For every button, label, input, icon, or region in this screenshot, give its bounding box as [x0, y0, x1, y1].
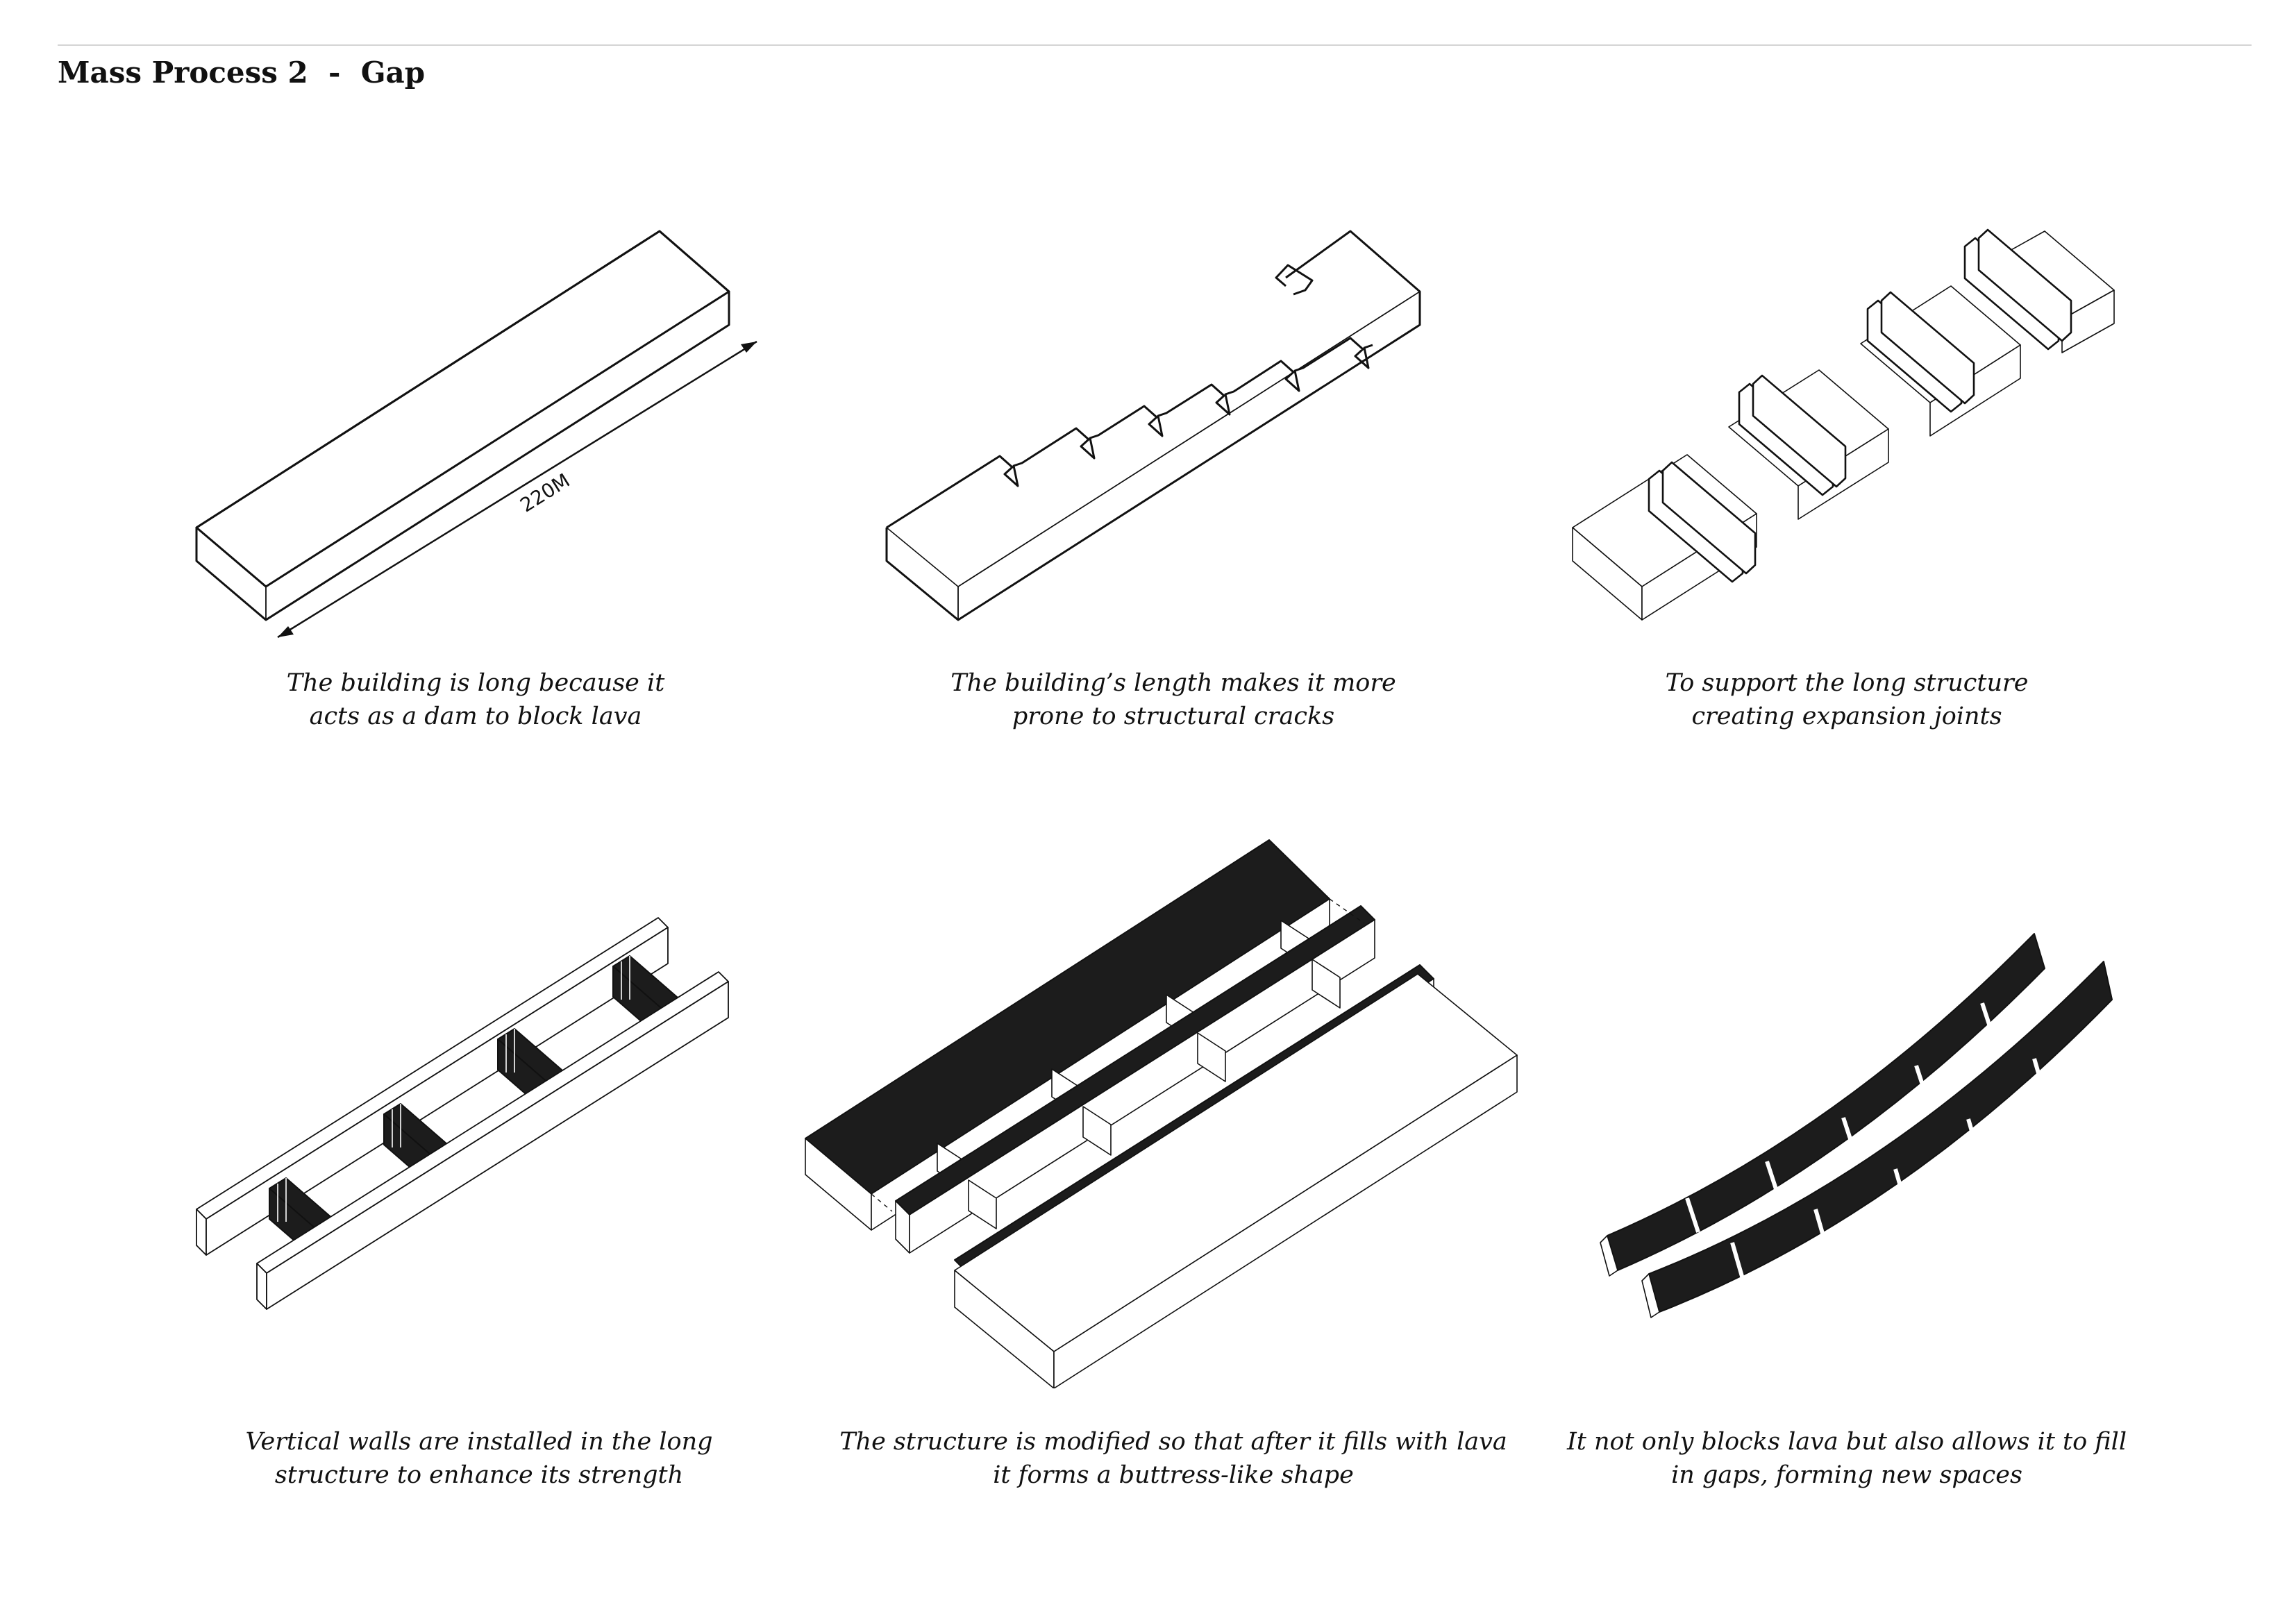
caption-step-2: The building’s length makes it more pron…: [950, 669, 1396, 730]
caption-step-1: The building is long because it acts as …: [286, 669, 665, 730]
caption-step-4: Vertical walls are installed in the long…: [245, 1428, 713, 1489]
curved-lava-walls-icon: [1600, 933, 2113, 1318]
caption-step-6: It not only blocks lava but also allows …: [1566, 1428, 2127, 1489]
page-title: Mass Process 2 - Gap: [58, 56, 426, 90]
caption-step-5: The structure is modified so that after …: [839, 1428, 1507, 1489]
vertical-walls-icon: [196, 917, 729, 1310]
cracked-long-box-icon: [885, 230, 1421, 621]
long-box-with-dimension-icon: 220M: [195, 230, 757, 639]
dimension-label: 220M: [516, 469, 573, 516]
top-rule: [58, 44, 2252, 46]
caption-step-3: To support the long structure creating e…: [1665, 669, 2029, 730]
buttress-structure-icon: [805, 839, 1518, 1388]
expansion-joints-icon: [1572, 228, 2115, 621]
